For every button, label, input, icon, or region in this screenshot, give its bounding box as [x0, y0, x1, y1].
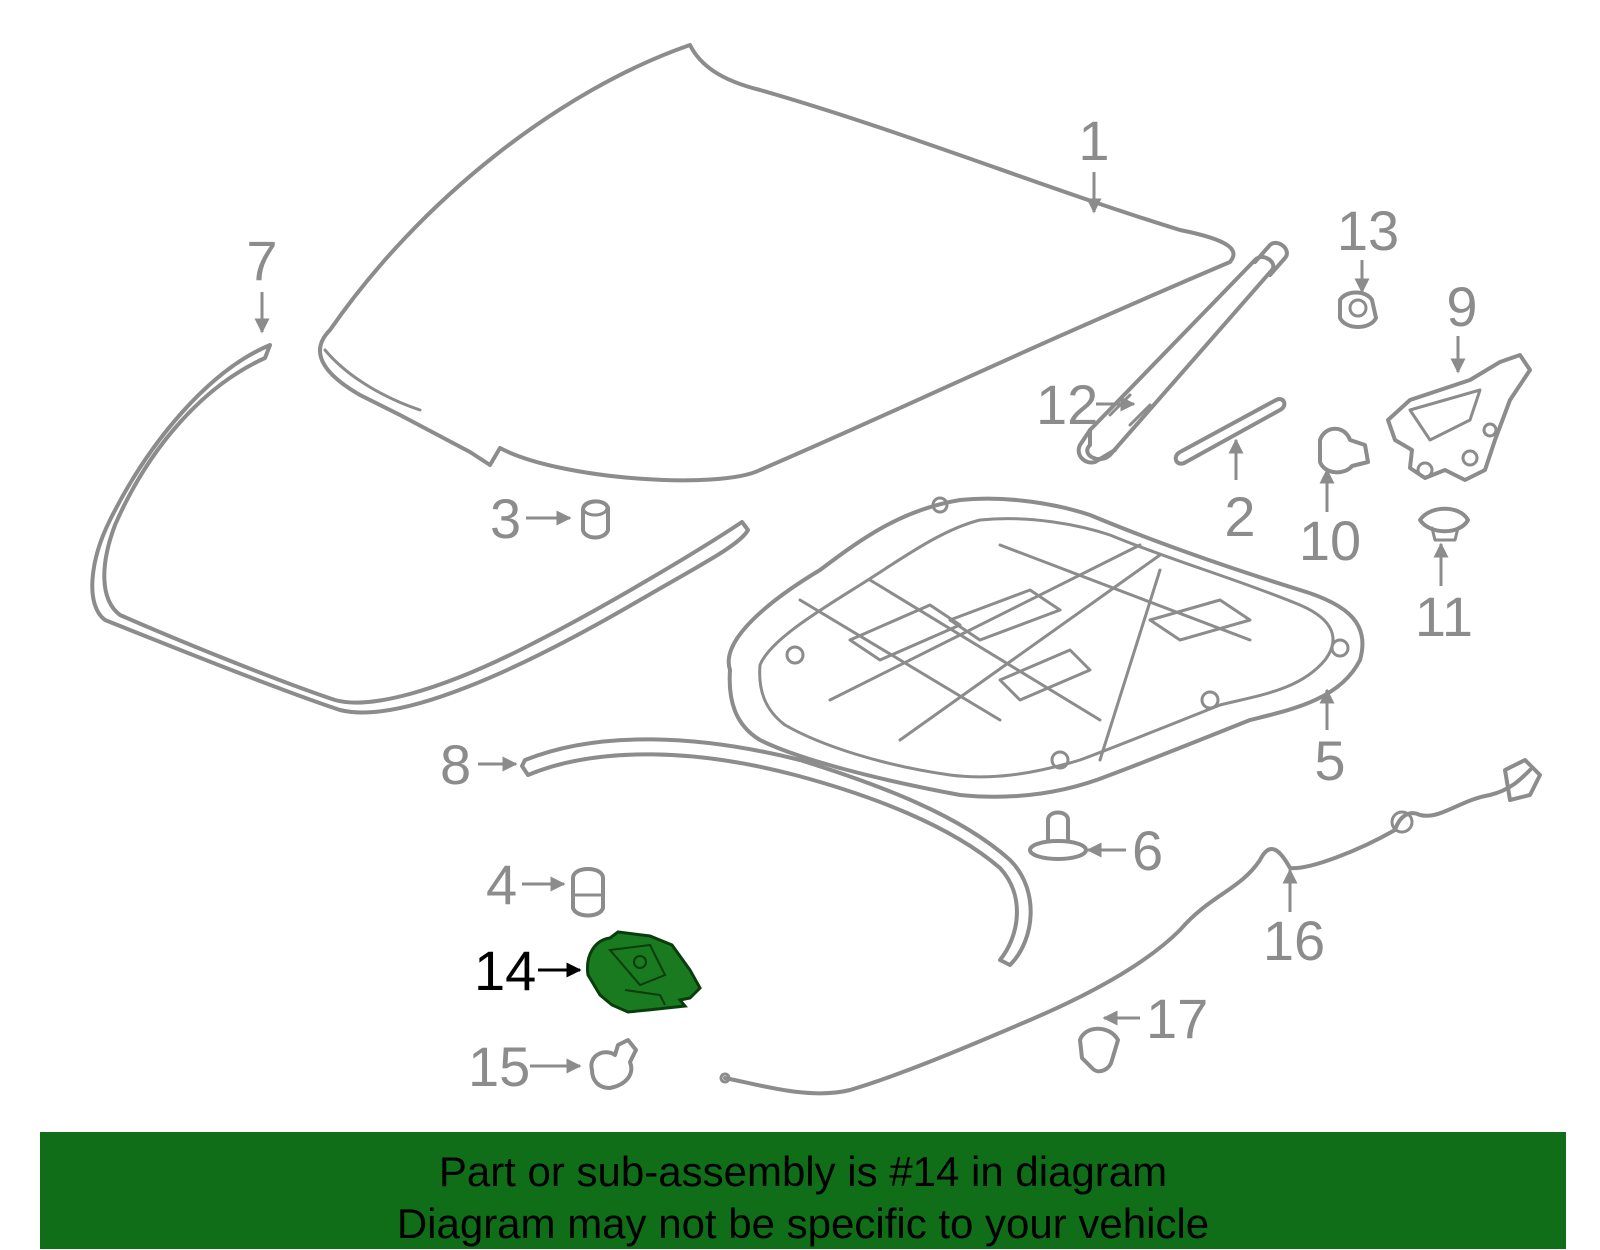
hinge-bolt [1318, 426, 1370, 475]
lift-support-strut [1076, 240, 1289, 465]
callout-1: 1 [1078, 109, 1110, 214]
callout-number: 16 [1263, 909, 1325, 972]
callout-15: 15 [468, 1035, 582, 1098]
callout-number: 5 [1314, 729, 1345, 792]
callout-number: 14 [474, 939, 536, 1002]
callout-12: 12 [1036, 373, 1136, 436]
callout-number: 12 [1036, 373, 1098, 436]
release-cable [719, 758, 1542, 1096]
callout-11: 11 [1415, 542, 1473, 648]
callout-number: 15 [468, 1035, 530, 1098]
callout-number: 8 [440, 733, 471, 796]
footer-line-2: Diagram may not be specific to your vehi… [396, 1200, 1210, 1247]
callout-5: 5 [1314, 688, 1346, 792]
callout-number: 10 [1299, 509, 1361, 572]
rear-weatherstrip [520, 737, 1033, 967]
hood-latch [585, 930, 702, 1014]
footer-line-1: Part or sub-assembly is #14 in diagram [438, 1148, 1168, 1195]
callout-number: 17 [1146, 987, 1208, 1050]
callout-6: 6 [1086, 819, 1163, 882]
push-clip [1028, 810, 1088, 861]
callout-3: 3 [490, 487, 572, 550]
callout-9: 9 [1446, 275, 1478, 374]
callout-number: 7 [246, 229, 277, 292]
callout-number: 1 [1078, 109, 1109, 172]
callout-number: 4 [486, 853, 517, 916]
hood-bumper [581, 499, 610, 540]
callout-17: 17 [1102, 987, 1208, 1050]
callout-2: 2 [1224, 438, 1256, 548]
hood-panel [318, 43, 1236, 483]
callout-13: 13 [1337, 199, 1399, 294]
nut [1338, 290, 1378, 329]
hood-hinge [1386, 353, 1532, 482]
hood-inner-panel [726, 496, 1365, 799]
callout-10: 10 [1299, 468, 1361, 572]
callout-7: 7 [246, 229, 278, 334]
grommet [1418, 506, 1470, 542]
hood-bumper-lower [571, 867, 605, 918]
front-weatherstrip [90, 343, 750, 715]
cable-clip [1078, 1026, 1120, 1074]
callout-number: 9 [1446, 275, 1477, 338]
callout-4: 4 [486, 853, 566, 916]
callout-14: 14 [474, 939, 582, 1002]
footer-banner: Part or sub-assembly is #14 in diagram D… [40, 1132, 1566, 1249]
callout-number: 2 [1224, 485, 1255, 548]
callout-number: 3 [490, 487, 521, 550]
callout-8: 8 [440, 733, 518, 796]
seal-strip [1173, 397, 1287, 466]
callout-number: 6 [1132, 819, 1163, 882]
callout-number: 11 [1415, 585, 1473, 648]
callout-16: 16 [1263, 868, 1325, 972]
latch-bolt [589, 1038, 638, 1090]
callout-number: 13 [1337, 199, 1399, 262]
